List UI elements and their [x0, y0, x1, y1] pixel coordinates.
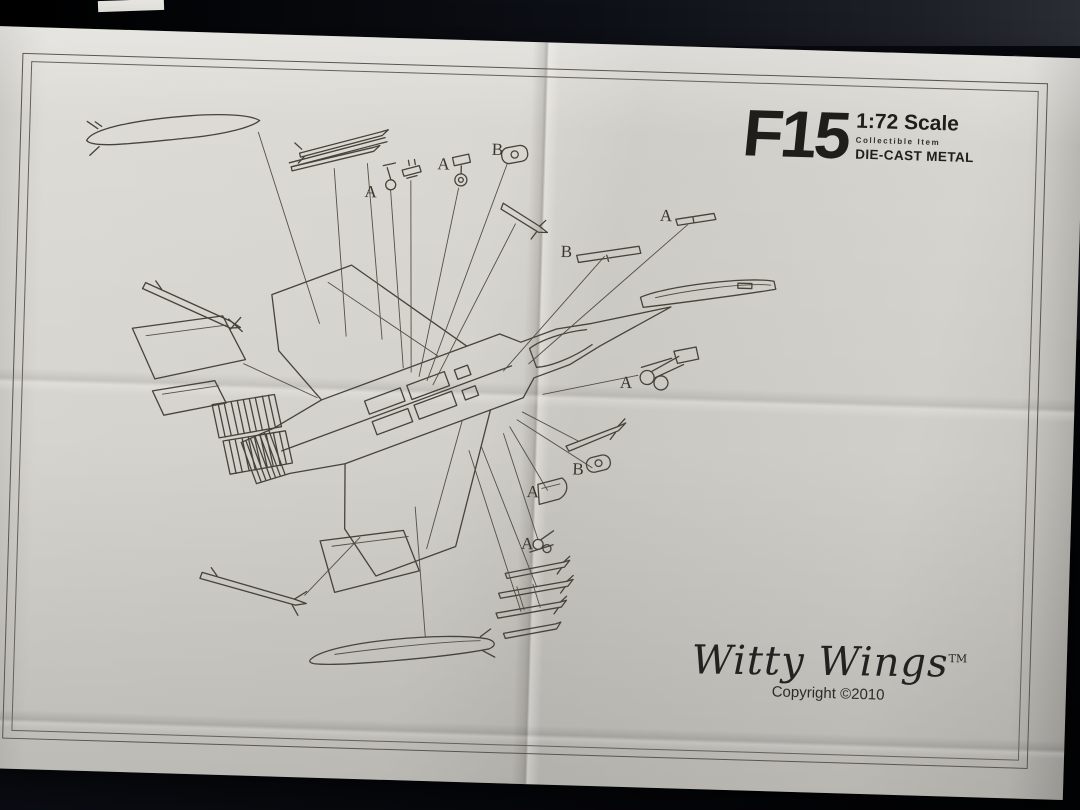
fuel-tank-top [86, 114, 261, 157]
horizontal-stabilizer-right [319, 529, 420, 593]
horizontal-stabilizer-left [131, 315, 247, 380]
part-labels: A A B B A A B A A [364, 140, 674, 553]
leader-lines [243, 131, 688, 638]
wing-right [344, 409, 492, 577]
product-title-block: F15 1:72 Scale Collectible Item DIE-CAST… [739, 95, 975, 173]
ordnance-cluster [495, 555, 574, 640]
instruction-sheet: A A B B A A B A A F15 1:72 Scale Collect… [0, 25, 1080, 801]
part-label: A [526, 482, 540, 501]
part-label: A [437, 154, 451, 173]
missile-left-lower [199, 567, 308, 616]
aircraft-plan-view [240, 264, 672, 577]
brand-text: Witty Wings [691, 637, 949, 687]
material-label: DIE-CAST METAL [855, 146, 974, 166]
missile-upper-center [500, 202, 549, 240]
part-label: A [521, 534, 535, 553]
wing-left [271, 264, 468, 401]
scale-label: 1:72 Scale [855, 109, 960, 136]
gear-door-right [585, 454, 612, 473]
engine-nozzle-part-1 [211, 393, 283, 439]
part-label: A [620, 373, 634, 392]
vertical-tail-part [151, 380, 227, 416]
landing-gear-small-top [382, 162, 397, 191]
brand-name: Witty WingsTM [691, 637, 967, 686]
missile-rail [288, 129, 389, 172]
fuel-tank-bottom [309, 628, 496, 665]
engine-nozzle-part-2 [222, 430, 294, 475]
brand-block: Witty WingsTM Copyright ©2010 [690, 635, 967, 706]
missile-left-upper [141, 280, 243, 333]
canopy-door-part [537, 477, 568, 506]
pylon-long [576, 245, 642, 264]
trademark-symbol: TM [948, 652, 967, 666]
missile-right [565, 418, 627, 452]
nose-gear-part [451, 153, 472, 187]
main-landing-gear-assembly [639, 346, 700, 391]
product-name: F15 [739, 95, 852, 173]
exploded-parts-diagram: A A B B A A B A A [86, 114, 777, 665]
part-label: A [364, 182, 378, 201]
part-label: B [492, 140, 504, 159]
pylon-short [675, 212, 717, 227]
gear-door-top [500, 144, 529, 165]
part-label: A [660, 206, 674, 225]
launcher-part [401, 158, 422, 179]
part-label: B [561, 242, 573, 261]
landing-gear-small-right [529, 530, 555, 554]
product-subtitle-column: 1:72 Scale Collectible Item DIE-CAST MET… [855, 108, 975, 165]
fuselage-spine-piece [639, 279, 777, 309]
part-label: B [572, 459, 584, 478]
